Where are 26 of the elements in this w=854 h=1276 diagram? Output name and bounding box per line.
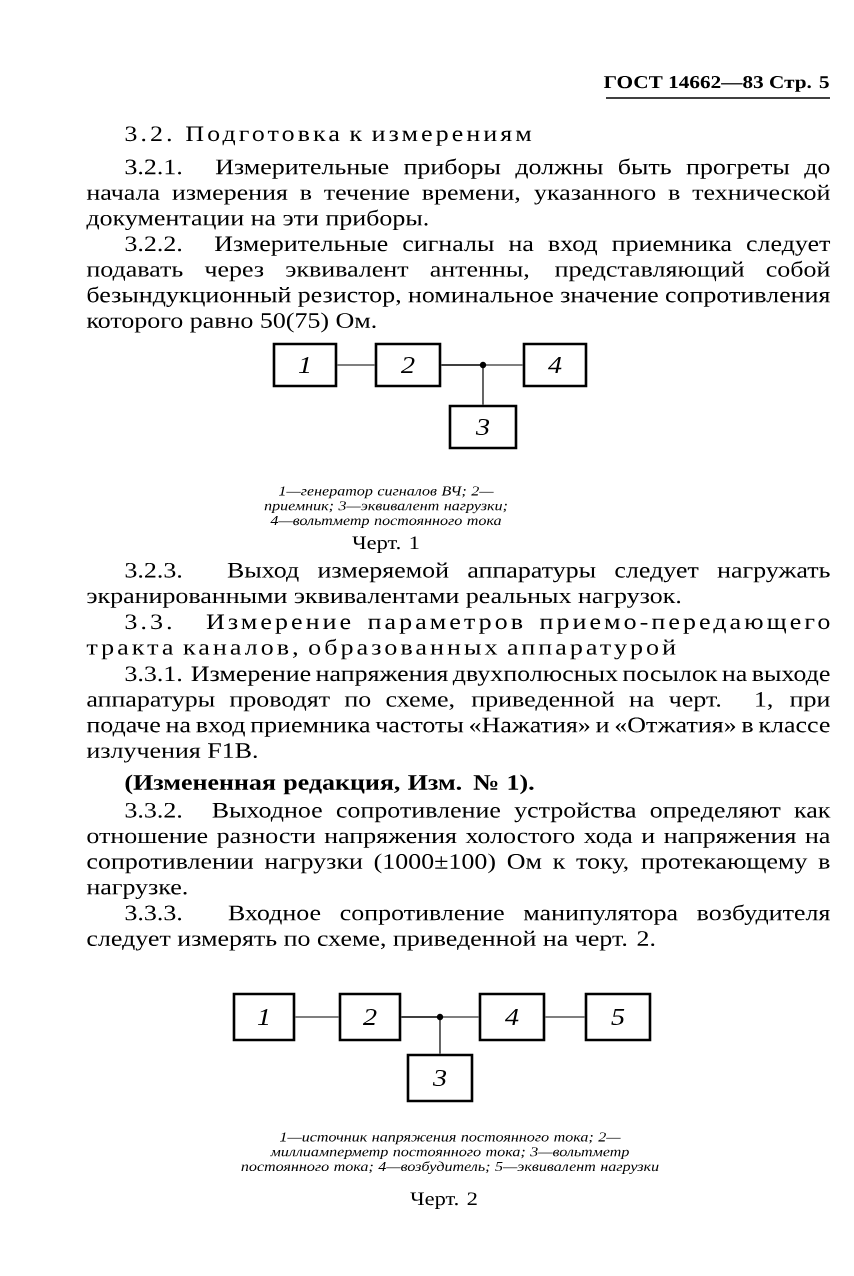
section-heading: 3.2. Подготовка к измерениям [125, 126, 532, 146]
paragraph: 3.2.3. Выход измеряемой аппаратуры следует нагружать экранированными эквивалентами реальных нагрузок. [87, 562, 830, 608]
block-box: 5 [584, 992, 652, 1042]
block-box: 4 [478, 992, 546, 1042]
connector-line [400, 1016, 441, 1055]
connector-line [544, 1016, 586, 1018]
connector-line [440, 364, 484, 406]
paragraph: 3.2.2. Измерительные сигналы на вход приемника следует подавать через эквивалент антенны, представляющий собой безындукционный резистор, номинальное значение сопротивления которого равно 50(75) Ом. [86, 236, 831, 333]
block-box: 2 [374, 342, 442, 388]
figure-number: Черт. 1 [352, 536, 419, 553]
paragraph: 3.3.2. Выходное сопротивление устройства определяют как отношение разности напряжения холостого хода и напряжения на сопротивлении нагрузки (1000±100) Ом к току, протекающему в нагрузке. [86, 802, 831, 899]
figure-number: Черт. 2 [410, 1192, 477, 1209]
amendment-note: (Измененная редакция, Изм. № 1). [125, 774, 534, 795]
block-box: 4 [522, 342, 588, 388]
paragraph: 3.3.1. Измерение напряжения двухполюсных посылок на выходе аппаратуры проводят по схеме, приведенной на черт. 1, при подаче на вход приемника частоты «Нажатия» и «Отжатия» в классе излучения F1B. [86, 666, 830, 763]
block-box: 3 [406, 1053, 474, 1103]
page-header: ГОСТ 14662—83 Стр. 5 [603, 76, 829, 92]
connector-line [336, 364, 376, 366]
block-box: 1 [232, 992, 296, 1042]
block-box: 1 [272, 342, 338, 388]
paragraph: 3.2.1. Измерительные приборы должны быть прогреты до начала измерения в течение времени, указанного в технической документации на эти приборы. [86, 158, 830, 231]
connector-line [294, 1016, 340, 1018]
block-box: 2 [338, 992, 402, 1042]
paragraph: 3.3.3. Входное сопротивление манипулятора возбудителя следует измерять по схеме, приведенной на черт. 2. [87, 904, 830, 951]
block-box: 3 [448, 404, 518, 450]
section-heading: 3.3. Измерение параметров приемо-передающего тракта каналов, образованных аппаратурой [86, 614, 830, 660]
